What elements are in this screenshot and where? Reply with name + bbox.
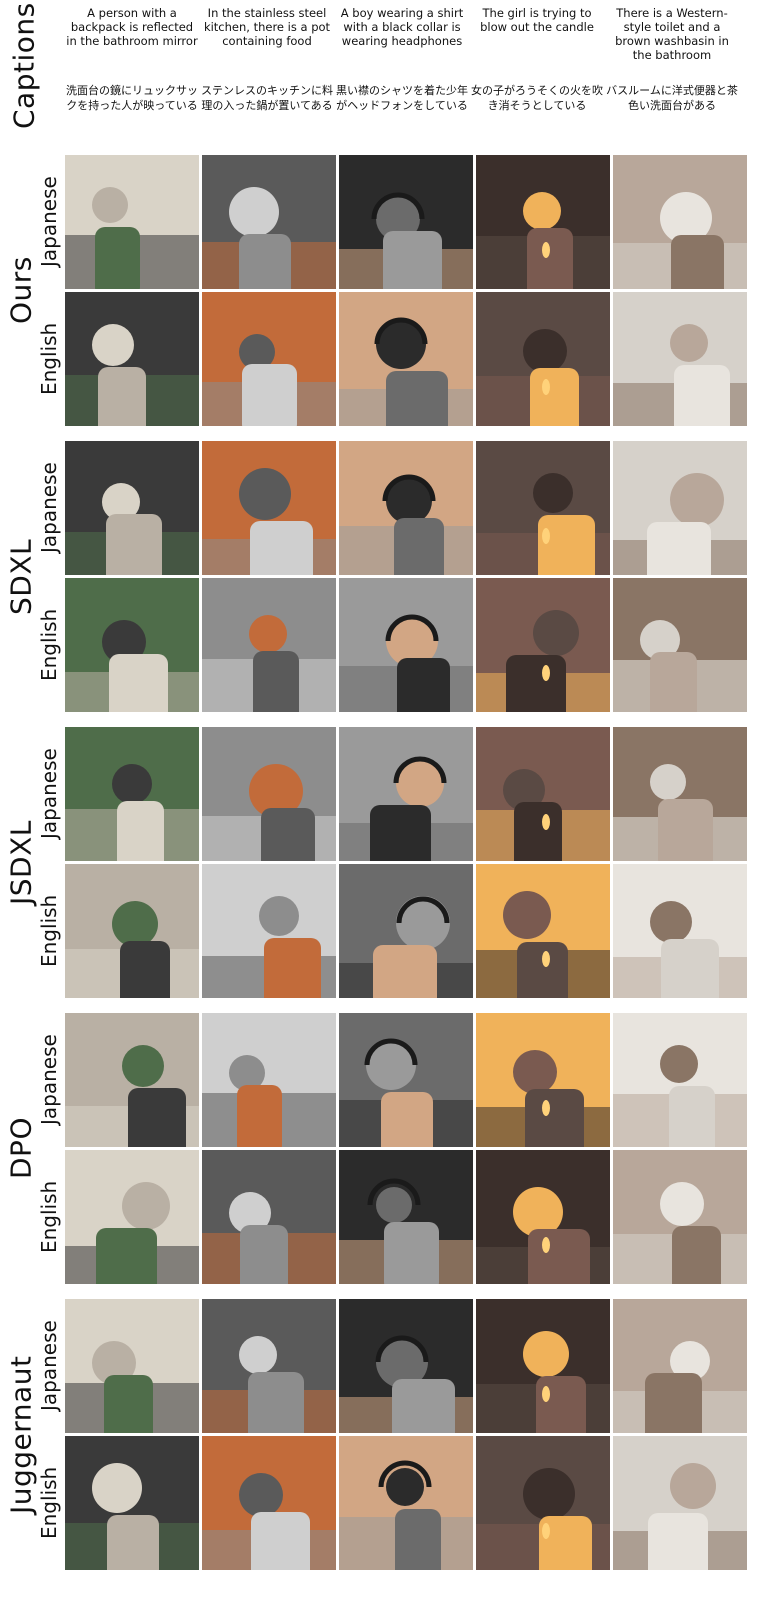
model-label-3: DPO [4, 1013, 38, 1284]
generated-image-kitchen-pot-japanese [202, 441, 336, 575]
language-label-text: English [37, 322, 61, 396]
generated-image-girl-candle-japanese [476, 1013, 610, 1147]
caption-en-1: A person with a backpack is reflected in… [66, 6, 198, 48]
generated-image-girl-candle-japanese [476, 727, 610, 861]
generated-image-boy-headphones-english [339, 864, 473, 998]
generated-image-toilet-washbasin-english [613, 292, 747, 426]
generated-image-toilet-washbasin-japanese [613, 441, 747, 575]
generated-image-boy-headphones-english [339, 1436, 473, 1570]
language-label-text: English [37, 608, 61, 682]
caption-en-5: There is a Western-style toilet and a br… [615, 6, 729, 62]
model-name: JSDXL [4, 820, 38, 905]
generated-image-person-backpack-mirror-japanese [65, 1013, 199, 1147]
captions-title: Captions [7, 2, 41, 130]
language-label-english: English [36, 864, 62, 998]
language-label-text: Japanese [37, 1034, 61, 1126]
generated-image-person-backpack-mirror-japanese [65, 1299, 199, 1433]
generated-image-person-backpack-mirror-english [65, 1150, 199, 1284]
model-label-2: JSDXL [4, 727, 38, 998]
generated-image-girl-candle-english [476, 292, 610, 426]
generated-image-kitchen-pot-english [202, 1150, 336, 1284]
generated-image-boy-headphones-english [339, 578, 473, 712]
generated-image-girl-candle-english [476, 1436, 610, 1570]
generated-image-boy-headphones-japanese [339, 441, 473, 575]
generated-image-boy-headphones-japanese [339, 727, 473, 861]
generated-image-kitchen-pot-japanese [202, 727, 336, 861]
generated-image-kitchen-pot-japanese [202, 1013, 336, 1147]
generated-image-kitchen-pot-japanese [202, 155, 336, 289]
image-grid-ours [65, 155, 747, 426]
generated-image-kitchen-pot-english [202, 1436, 336, 1570]
language-label-text: Japanese [37, 748, 61, 840]
generated-image-kitchen-pot-english [202, 864, 336, 998]
language-label-english: English [36, 292, 62, 426]
generated-image-toilet-washbasin-japanese [613, 727, 747, 861]
caption-ja-3: 黒い襟のシャツを着た少年がヘッドフォンをしている [336, 84, 468, 112]
generated-image-toilet-washbasin-english [613, 864, 747, 998]
image-grid-jsdxl [65, 727, 747, 998]
caption-ja-2: ステンレスのキッチンに料理の入った鍋が置いてある [201, 84, 333, 112]
generated-image-toilet-washbasin-english [613, 1150, 747, 1284]
generated-image-boy-headphones-japanese [339, 1013, 473, 1147]
image-grid-sdxl [65, 441, 747, 712]
caption-ja-5: バスルームに洋式便器と茶色い洗面台がある [606, 84, 738, 112]
model-name: Ours [4, 256, 38, 325]
caption-en-2: In the stainless steel kitchen, there is… [203, 6, 331, 48]
generated-image-boy-headphones-japanese [339, 1299, 473, 1433]
language-label-japanese: Japanese [36, 155, 62, 289]
caption-en-4: The girl is trying to blow out the candl… [480, 6, 594, 34]
generated-image-person-backpack-mirror-japanese [65, 441, 199, 575]
model-name: Juggernaut [4, 1355, 38, 1514]
image-grid-dpo [65, 1013, 747, 1284]
language-label-text: English [37, 1466, 61, 1540]
generated-image-kitchen-pot-japanese [202, 1299, 336, 1433]
language-label-english: English [36, 578, 62, 712]
caption-en-3: A boy wearing a shirt with a black colla… [340, 6, 464, 48]
model-label-4: Juggernaut [4, 1299, 38, 1570]
generated-image-kitchen-pot-english [202, 292, 336, 426]
generated-image-girl-candle-japanese [476, 441, 610, 575]
language-label-text: Japanese [37, 462, 61, 554]
language-label-japanese: Japanese [36, 1299, 62, 1433]
image-grid-juggernaut [65, 1299, 747, 1570]
language-label-english: English [36, 1150, 62, 1284]
generated-image-toilet-washbasin-japanese [613, 1013, 747, 1147]
language-label-text: Japanese [37, 176, 61, 268]
generated-image-boy-headphones-japanese [339, 155, 473, 289]
model-name: DPO [4, 1117, 38, 1180]
language-label-japanese: Japanese [36, 727, 62, 861]
generated-image-kitchen-pot-english [202, 578, 336, 712]
generated-image-boy-headphones-english [339, 292, 473, 426]
generated-image-person-backpack-mirror-japanese [65, 155, 199, 289]
model-label-0: Ours [4, 155, 38, 426]
model-name: SDXL [4, 538, 38, 615]
language-label-english: English [36, 1436, 62, 1570]
generated-image-boy-headphones-english [339, 1150, 473, 1284]
generated-image-toilet-washbasin-english [613, 1436, 747, 1570]
generated-image-person-backpack-mirror-english [65, 1436, 199, 1570]
generated-image-girl-candle-english [476, 578, 610, 712]
generated-image-girl-candle-english [476, 864, 610, 998]
caption-ja-1: 洗面台の鏡にリュックサックを持った人が映っている [66, 84, 198, 112]
captions-header-label: Captions [6, 3, 42, 130]
generated-image-toilet-washbasin-japanese [613, 1299, 747, 1433]
generated-image-girl-candle-japanese [476, 155, 610, 289]
language-label-text: Japanese [37, 1320, 61, 1412]
generated-image-person-backpack-mirror-english [65, 864, 199, 998]
generated-image-person-backpack-mirror-english [65, 292, 199, 426]
language-label-japanese: Japanese [36, 441, 62, 575]
language-label-text: English [37, 1180, 61, 1254]
generated-image-person-backpack-mirror-japanese [65, 727, 199, 861]
generated-image-toilet-washbasin-english [613, 578, 747, 712]
language-label-japanese: Japanese [36, 1013, 62, 1147]
caption-ja-4: 女の子がろうそくの火を吹き消そうとしている [471, 84, 603, 112]
generated-image-girl-candle-japanese [476, 1299, 610, 1433]
generated-image-girl-candle-english [476, 1150, 610, 1284]
model-label-1: SDXL [4, 441, 38, 712]
generated-image-toilet-washbasin-japanese [613, 155, 747, 289]
language-label-text: English [37, 894, 61, 968]
generated-image-person-backpack-mirror-english [65, 578, 199, 712]
